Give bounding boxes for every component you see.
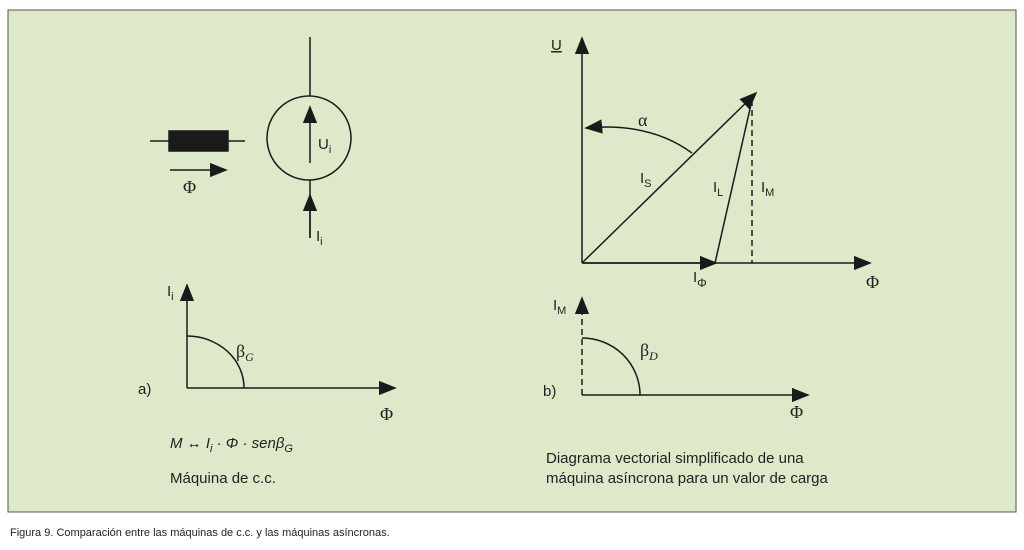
formula: M ↔ Ii · Φ · senβG <box>170 435 293 455</box>
left-caption: Máquina de c.c. <box>170 470 276 487</box>
u-axis-label: U <box>551 37 562 54</box>
figure-caption: Figura 9. Comparación entre las máquinas… <box>10 527 390 539</box>
im-label: IM <box>761 179 774 199</box>
right-caption-line2: máquina asíncrona para un valor de carga <box>546 470 829 487</box>
diagram-panel <box>7 9 1017 513</box>
ii-label: Ii <box>316 228 323 248</box>
right-vector-diagram <box>574 36 872 271</box>
resistor-symbol <box>150 130 245 152</box>
right-x-label: Φ <box>866 272 879 292</box>
panel-a-label: a) <box>138 381 151 398</box>
is-label: IS <box>640 170 652 190</box>
beta-d-label: βD <box>640 340 658 363</box>
alpha-label: α <box>638 110 648 130</box>
right-caption-line1: Diagrama vectorial simplificado de una <box>546 450 804 467</box>
left-y-label: Ii <box>167 283 174 303</box>
beta-g-label: βG <box>236 341 254 364</box>
il-label: IL <box>713 179 723 199</box>
phi-label: Φ <box>183 177 196 197</box>
source-symbol <box>266 37 352 238</box>
iphi-label: IΦ <box>693 269 707 290</box>
lower-x-label: Φ <box>790 402 803 422</box>
panel-b-label: b) <box>543 383 556 400</box>
left-x-label: Φ <box>380 404 393 424</box>
lower-right-axes <box>574 296 810 403</box>
left-axes <box>179 283 397 396</box>
ui-label: Ui <box>318 136 331 156</box>
lower-y-label: IM <box>553 297 566 317</box>
